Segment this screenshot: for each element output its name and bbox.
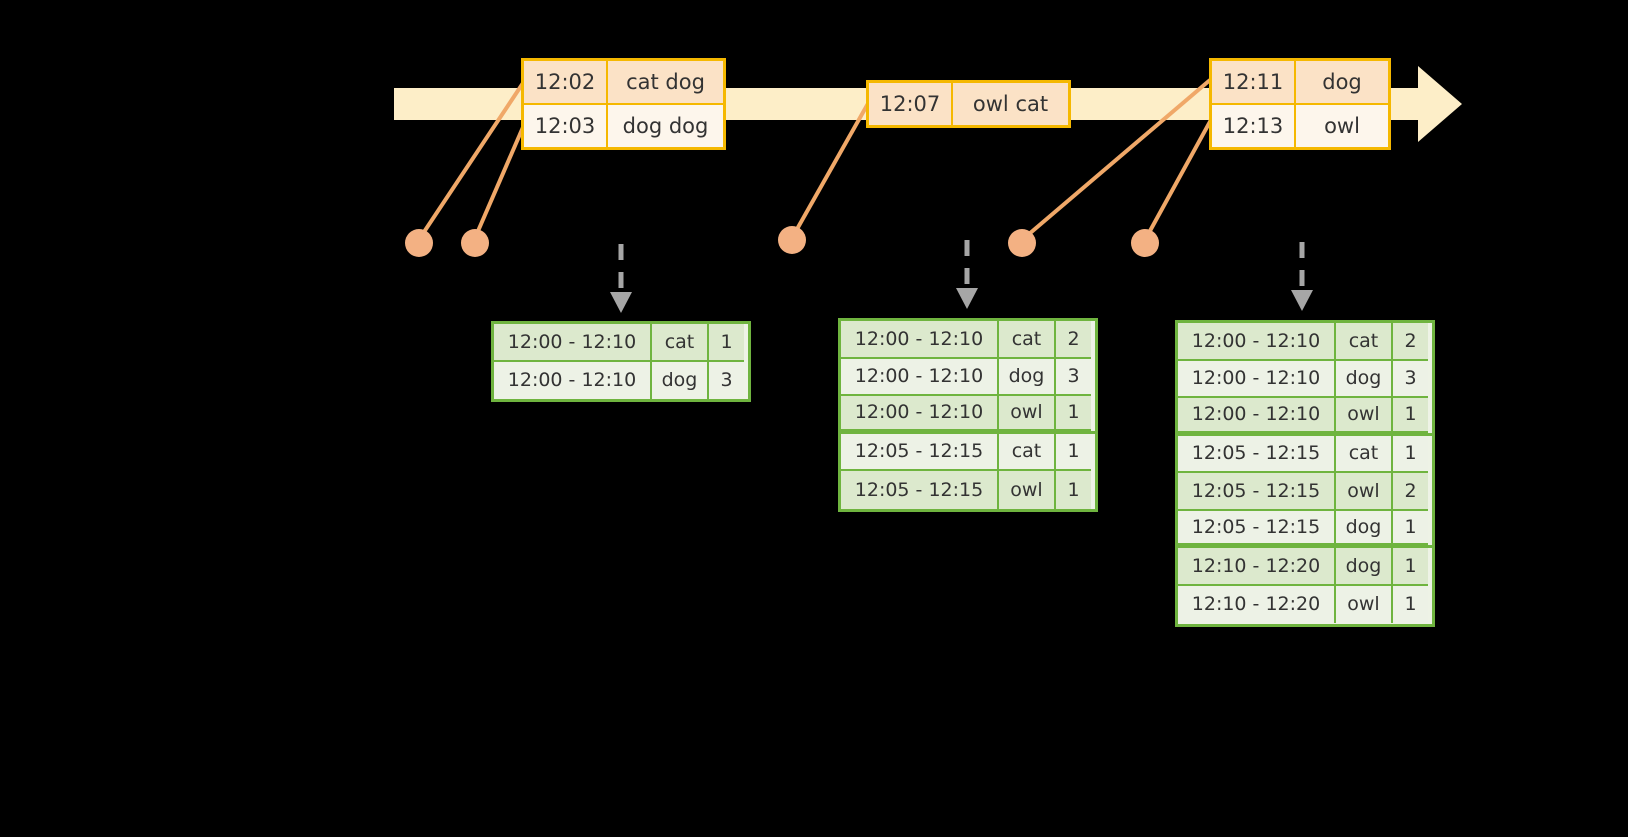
cell-word: owl [999,396,1056,431]
table-row[interactable]: 12:05 - 12:15 owl 1 [841,471,1095,509]
table-row[interactable]: 12:00 - 12:10 dog 3 [1178,360,1432,398]
table-row[interactable]: 12:00 - 12:10 cat 2 [841,321,1095,359]
result-table-1[interactable]: 12:00 - 12:10 cat 1 12:00 - 12:10 dog 3 [491,321,751,402]
cell-window: 12:10 - 12:20 [1178,585,1336,623]
table-row[interactable]: 12:00 - 12:10 dog 3 [841,358,1095,396]
cell-window: 12:10 - 12:20 [1178,548,1336,586]
cell-window: 12:05 - 12:15 [1178,510,1336,545]
cell-word: cat [1336,435,1393,473]
event-row[interactable]: 12:11 dog [1212,61,1388,105]
cell-count: 2 [1393,323,1428,361]
table-row[interactable]: 12:10 - 12:20 owl 1 [1178,585,1432,623]
dashed-arrow-3 [1291,242,1313,311]
cell-window: 12:05 - 12:15 [1178,473,1336,511]
result-table-2[interactable]: 12:00 - 12:10 cat 2 12:00 - 12:10 dog 3 … [838,318,1098,512]
event-time: 12:07 [869,83,953,125]
table-row[interactable]: 12:05 - 12:15 cat 1 [1178,435,1432,473]
cell-window: 12:05 - 12:15 [841,471,999,509]
event-words: dog [1296,61,1388,103]
event-row[interactable]: 12:03 dog dog [524,105,723,147]
event-time: 12:11 [1212,61,1296,103]
cell-window: 12:00 - 12:10 [841,358,999,396]
event-dot-3 [778,226,806,254]
cell-count: 3 [709,361,744,399]
event-time: 12:02 [524,61,608,103]
cell-count: 1 [709,324,744,362]
event-dot-2 [461,229,489,257]
cell-word: cat [999,433,1056,471]
dashed-arrow-2 [956,240,978,309]
result-table-3[interactable]: 12:00 - 12:10 cat 2 12:00 - 12:10 dog 3 … [1175,320,1435,627]
cell-window: 12:05 - 12:15 [841,433,999,471]
cell-window: 12:00 - 12:10 [1178,323,1336,361]
cell-word: owl [1336,398,1393,433]
event-words: cat dog [608,61,723,103]
event-row[interactable]: 12:13 owl [1212,105,1388,147]
connector-line-5 [1143,117,1214,241]
cell-window: 12:00 - 12:10 [841,396,999,431]
cell-count: 3 [1393,360,1428,398]
cell-count: 1 [1056,471,1091,509]
cell-window: 12:00 - 12:10 [1178,398,1336,433]
event-words: dog dog [608,105,723,147]
table-row[interactable]: 12:00 - 12:10 owl 1 [1178,398,1432,436]
cell-word: cat [1336,323,1393,361]
cell-window: 12:05 - 12:15 [1178,435,1336,473]
event-dot-4 [1008,229,1036,257]
cell-count: 2 [1056,321,1091,359]
cell-word: owl [1336,585,1393,623]
cell-word: owl [999,471,1056,509]
event-dot-5 [1131,229,1159,257]
cell-count: 1 [1056,396,1091,431]
table-row[interactable]: 12:05 - 12:15 dog 1 [1178,510,1432,548]
cell-word: cat [999,321,1056,359]
connector-line-1 [418,78,527,240]
cell-window: 12:00 - 12:10 [494,324,652,362]
timeline-arrowhead [1418,66,1462,142]
connector-line-3 [790,99,872,239]
event-box-3[interactable]: 12:11 dog 12:13 owl [1209,58,1391,150]
cell-word: owl [1336,473,1393,511]
table-row[interactable]: 12:00 - 12:10 cat 1 [494,324,748,362]
event-time: 12:03 [524,105,608,147]
dashed-arrow-1 [610,244,632,313]
cell-count: 3 [1056,358,1091,396]
cell-count: 1 [1393,548,1428,586]
cell-window: 12:00 - 12:10 [841,321,999,359]
table-row[interactable]: 12:10 - 12:20 dog 1 [1178,548,1432,586]
cell-word: dog [1336,548,1393,586]
cell-word: dog [1336,360,1393,398]
cell-window: 12:00 - 12:10 [494,361,652,399]
cell-count: 1 [1393,435,1428,473]
event-box-2[interactable]: 12:07 owl cat [866,80,1071,128]
cell-count: 1 [1393,398,1428,433]
cell-count: 1 [1393,510,1428,545]
connector-line-2 [473,117,529,239]
event-words: owl [1296,105,1388,147]
event-row[interactable]: 12:07 owl cat [869,83,1068,125]
event-dot-1 [405,229,433,257]
event-words: owl cat [953,83,1068,125]
cell-count: 1 [1056,433,1091,471]
table-row[interactable]: 12:05 - 12:15 cat 1 [841,433,1095,471]
event-time: 12:13 [1212,105,1296,147]
cell-word: cat [652,324,709,362]
table-row[interactable]: 12:00 - 12:10 owl 1 [841,396,1095,434]
cell-window: 12:00 - 12:10 [1178,360,1336,398]
table-row[interactable]: 12:05 - 12:15 owl 2 [1178,473,1432,511]
event-row[interactable]: 12:02 cat dog [524,61,723,105]
table-row[interactable]: 12:00 - 12:10 cat 2 [1178,323,1432,361]
cell-word: dog [1336,510,1393,545]
cell-word: dog [652,361,709,399]
cell-count: 2 [1393,473,1428,511]
event-box-1[interactable]: 12:02 cat dog 12:03 dog dog [521,58,726,150]
cell-word: dog [999,358,1056,396]
cell-count: 1 [1393,585,1428,623]
table-row[interactable]: 12:00 - 12:10 dog 3 [494,361,748,399]
